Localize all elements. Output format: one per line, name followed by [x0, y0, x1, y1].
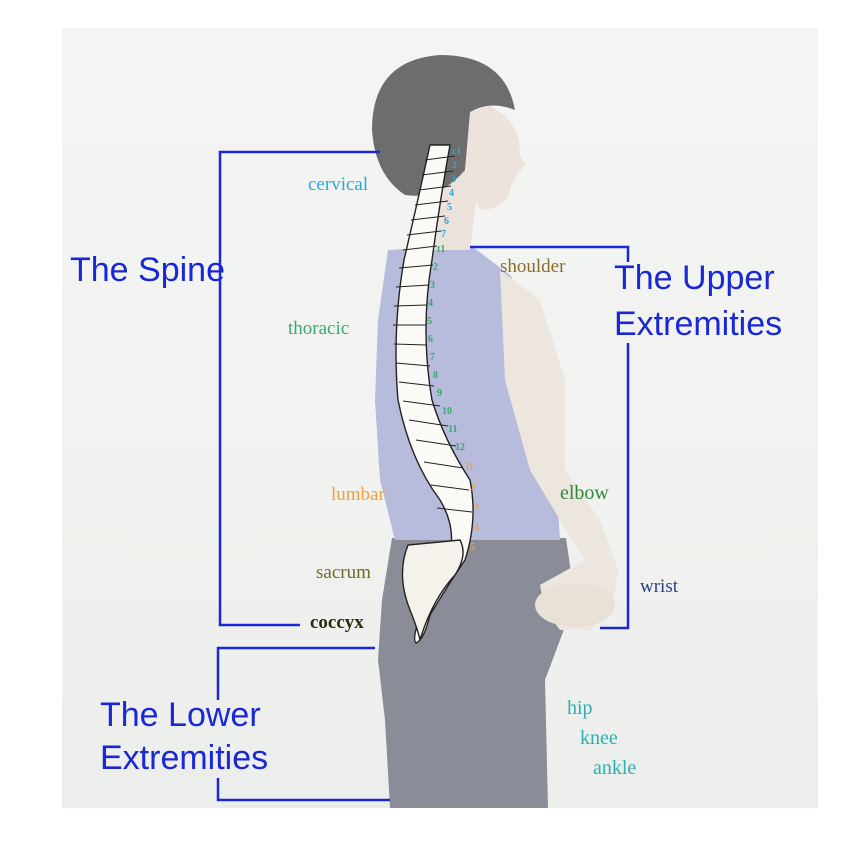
vertebra-number-thoracic-3: 3 [430, 280, 435, 291]
vertebra-number-lumbar-5: 5 [470, 542, 475, 553]
vertebra-number-lumbar-1: l1 [466, 462, 474, 473]
vertebra-number-thoracic-10: 10 [442, 406, 452, 417]
vertebra-number-thoracic-1: t1 [437, 244, 446, 255]
vertebra-column [395, 144, 474, 644]
bracket-upper [470, 245, 630, 630]
sacrum-shape [401, 539, 464, 641]
vertebra-number-cervical-6: 6 [444, 216, 449, 227]
heading-upper-line2: Extremities [614, 305, 783, 343]
spine-discs [393, 155, 473, 513]
vertebra-number-thoracic-8: 8 [433, 370, 438, 381]
face [465, 100, 525, 210]
label-elbow: elbow [560, 482, 609, 504]
vertebra-number-cervical-2: 2 [452, 160, 457, 171]
heading-lower-line2: Extremities [100, 739, 269, 777]
label-ankle: ankle [593, 757, 637, 779]
vertebra-number-thoracic-5: 5 [427, 316, 432, 327]
label-knee: knee [580, 727, 618, 749]
vertebra-number-cervical-3: 3 [451, 174, 456, 185]
vertebra-number-thoracic-4: 4 [428, 298, 433, 309]
heading-upper-line1: The Upper [614, 259, 775, 297]
vertebra-number-lumbar-4: 4 [474, 522, 479, 533]
label-coccyx: coccyx [310, 612, 364, 633]
heading-spine: The Spine [70, 251, 225, 289]
vertebra-number-cervical-5: 5 [447, 202, 452, 213]
arm [500, 270, 618, 630]
vertebra-number-thoracic-9: 9 [437, 388, 442, 399]
vertebra-number-lumbar-3: 3 [474, 502, 479, 513]
label-shoulder: shoulder [500, 256, 566, 277]
label-wrist: wrist [640, 576, 678, 597]
vertebra-number-thoracic-11: 11 [448, 424, 458, 435]
label-thoracic: thoracic [288, 318, 350, 339]
vertebra-number-thoracic-6: 6 [428, 334, 433, 345]
bracket-lower [216, 646, 390, 802]
hair [372, 55, 515, 196]
vertebra-number-cervical-1: c1 [452, 146, 462, 157]
label-lumbar: lumbar [331, 484, 385, 505]
vertebra-number-cervical-7: 7 [441, 229, 446, 240]
bracket-spine [218, 150, 380, 627]
vertebra-number-thoracic-12: 12 [455, 442, 465, 453]
label-sacrum: sacrum [316, 562, 371, 583]
vertebra-number-lumbar-2: 2 [471, 482, 476, 493]
vertebra-number-thoracic-7: 7 [430, 352, 435, 363]
vertebra-number-thoracic-2: 2 [433, 262, 438, 273]
heading-lower-line1: The Lower [100, 696, 261, 734]
hands [535, 583, 615, 627]
label-hip: hip [567, 697, 593, 719]
vertebra-number-cervical-4: 4 [449, 188, 454, 199]
label-cervical: cervical [308, 174, 369, 195]
spine-skeleton [395, 144, 474, 644]
